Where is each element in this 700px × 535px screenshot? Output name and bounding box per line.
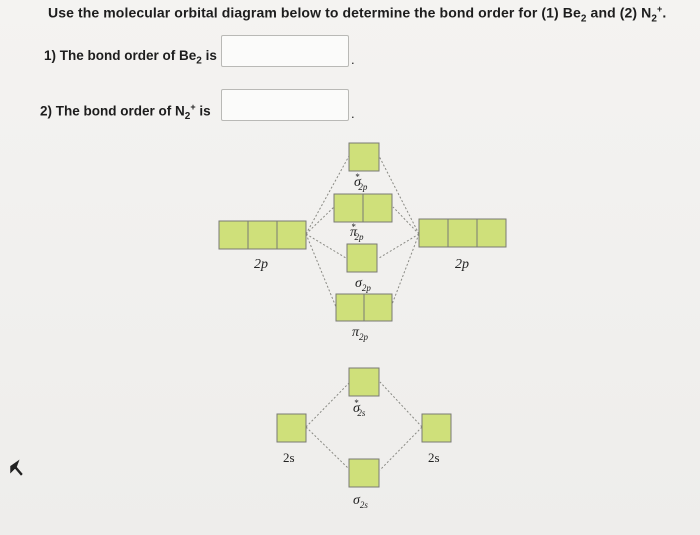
box-pi-2p-b [363,293,393,322]
line-left2p-pi [305,233,337,308]
label-sigma-star-2p: σ*2p [354,172,368,192]
question-text: Use the molecular orbital diagram below … [48,4,666,24]
q1-suffix: is [201,48,217,63]
line-right2s-sigma [379,426,423,471]
q2-period: . [351,106,355,121]
q1-prefix: 1) The bond order of Be [44,48,197,63]
box-right-2p-b [447,218,478,248]
q2-sub: 2 [184,111,191,123]
mo-labels: σ*2p π*2p σ2p π2p σ*2s σ2s [350,172,371,510]
box-right-2s [421,413,452,443]
label-right-2p: 2p [455,257,469,272]
question-sub2: 2 [651,13,658,25]
question-prefix: Use the molecular orbital diagram below … [48,4,581,21]
q2-answer-field[interactable] [221,89,349,121]
question-sup2: + [657,4,663,14]
box-right-2p-c [476,218,507,248]
box-sigma-2s [348,458,380,488]
line-left2s-sigmastar [305,381,351,428]
q1-sub: 2 [196,55,202,67]
q2-sup: + [190,102,196,112]
line-left2p-sigma [305,233,347,259]
q2-prefix: 2) The bond order of N [40,103,185,119]
label-left-2p: 2p [254,257,268,272]
label-sigma-2s: σ2s [353,493,368,510]
question-suffix: . [662,4,667,21]
label-pi-star-2p: π*2p [350,222,364,242]
line-left2s-sigma [305,426,351,471]
line-right2p-pistar [392,206,420,235]
line-right2p-sigmastar [378,155,420,235]
q1-label: 1) The bond order of Be2 is [44,48,217,67]
ao-2s-labels: 2s 2s [283,450,440,465]
line-right2s-sigmastar [379,381,423,428]
box-left-2p-a [218,220,249,250]
box-sigma-star-2p [348,142,380,172]
label-sigma-2p: σ2p [355,276,371,293]
line-left2p-sigmastar [305,155,350,235]
question-sub1: 2 [580,13,587,25]
label-left-2s: 2s [283,450,295,465]
box-left-2p-c [276,220,307,250]
line-right2p-sigma [378,233,420,259]
q1-answer-field[interactable] [221,35,349,67]
label-right-2s: 2s [428,450,440,465]
box-pi-star-2p-b [362,193,393,223]
box-sigma-2p [346,243,378,273]
box-sigma-star-2s [348,367,380,397]
question-middle: and (2) N [586,4,652,21]
q2-suffix: is [195,103,211,119]
q2-label: 2) The bond order of N2+ is [40,102,211,122]
q1-period: . [351,52,355,67]
box-pi-star-2p-a [333,193,364,223]
box-pi-2p-a [335,293,365,322]
box-left-2p-b [247,220,278,250]
line-right2p-pi [390,233,420,308]
correlation-lines [305,155,423,471]
label-pi-2p: π2p [352,325,369,342]
box-right-2p-a [418,218,449,248]
orbital-boxes [218,142,507,488]
label-sigma-star-2s: σ*2s [353,398,366,418]
mouse-cursor-icon [9,458,24,477]
line-left2p-pistar [305,206,335,235]
box-left-2s [276,413,307,443]
orbital-labels: 2p 2p [254,257,469,272]
